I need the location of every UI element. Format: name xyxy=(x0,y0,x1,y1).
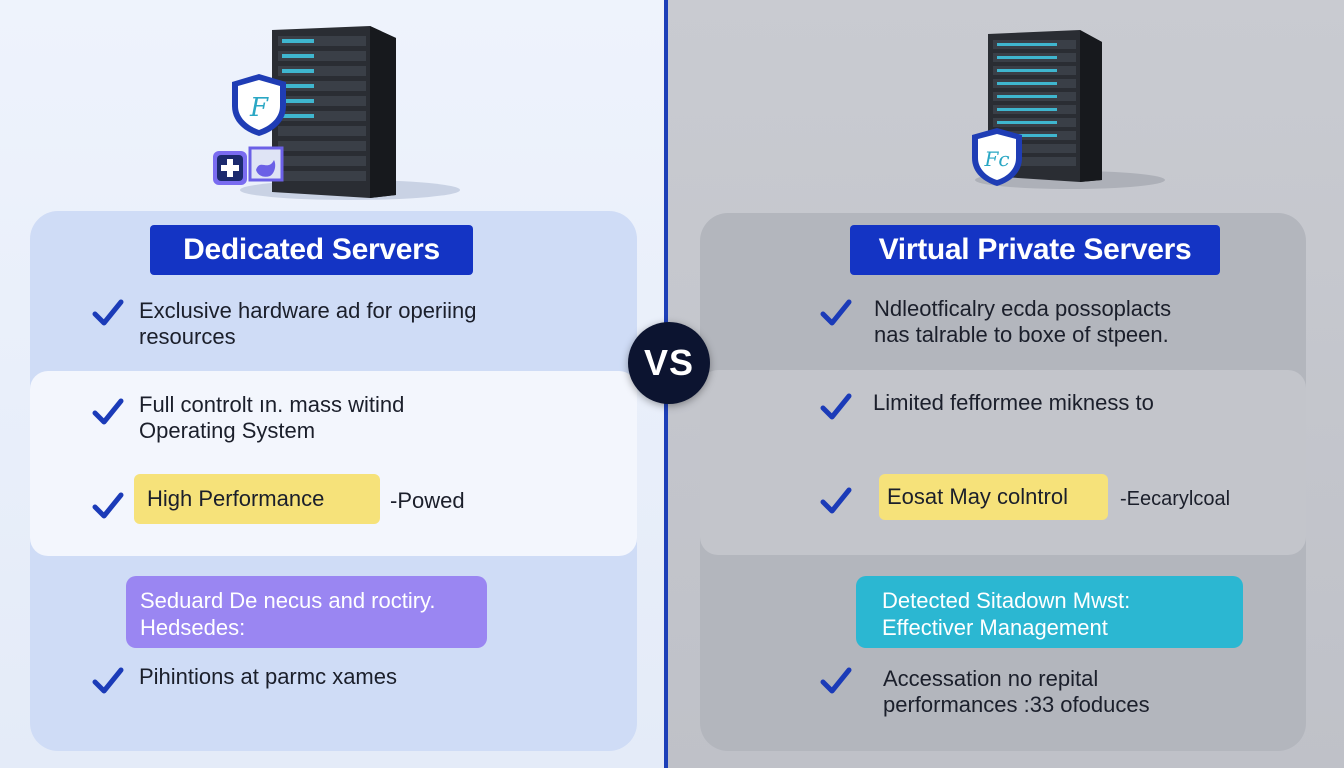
right-highlight-cost: Eosat May colntrol xyxy=(879,474,1108,520)
right-panel xyxy=(700,213,1306,751)
checkmark-icon xyxy=(820,298,852,328)
right-item-1-line1: Ndleotficalry ecda possoplacts xyxy=(874,296,1172,321)
checkmark-icon xyxy=(92,491,124,521)
right-item-3-suffix: -Eecarylcoal xyxy=(1120,488,1231,510)
right-callout: Detected Sitadown Mwst: Effectiver Manag… xyxy=(856,576,1243,648)
left-title: Dedicated Servers xyxy=(150,225,473,275)
right-callout-line2: Effectiver Management xyxy=(882,615,1108,640)
left-item-2-line2: Operating System xyxy=(139,418,316,443)
left-callout: Seduard De necus and roctiry. Hedsedes: xyxy=(126,576,487,648)
checkmark-icon xyxy=(92,666,124,696)
left-item-1-line1: Exclusive hardware ad for operiing xyxy=(139,298,477,323)
right-panel-band xyxy=(700,370,1306,555)
shield-icon: Fc xyxy=(972,128,1022,186)
left-highlight-performance: High Performance xyxy=(134,474,380,524)
left-item-1: Exclusive hardware ad for operiing resou… xyxy=(139,298,477,350)
vs-badge: VS xyxy=(628,322,710,404)
right-item-2: Limited fefformee mikness to xyxy=(873,390,1154,415)
right-item-1-line2: nas talrable to boxe of stpeen. xyxy=(874,322,1169,347)
left-item-2-line1: Full controlt ın. mass witind xyxy=(139,392,405,417)
shield-logo-text: Fc xyxy=(983,147,1009,171)
left-item-5: Pihintions at parmc xames xyxy=(139,664,397,689)
checkmark-icon xyxy=(92,298,124,328)
checkmark-icon xyxy=(820,666,852,696)
left-item-2: Full controlt ın. mass witind Operating … xyxy=(139,392,404,444)
server-rack-icon xyxy=(240,26,460,200)
right-item-1: Ndleotficalry ecda possoplacts nas talra… xyxy=(874,296,1171,348)
left-panel-band xyxy=(30,371,637,556)
checkmark-icon xyxy=(92,397,124,427)
left-callout-line1: Seduard De necus and roctiry. xyxy=(140,588,436,613)
left-item-3-suffix: -Powed xyxy=(390,488,465,513)
shield-logo-text: F xyxy=(249,93,269,123)
right-item-5-line2: performances :33 ofoduces xyxy=(883,692,1150,717)
right-callout-line1: Detected Sitadown Mwst: xyxy=(882,588,1131,613)
right-title: Virtual Private Servers xyxy=(850,225,1220,275)
left-item-1-line2: resources xyxy=(139,324,236,349)
left-callout-line2: Hedsedes: xyxy=(140,615,246,640)
plus-icon xyxy=(213,151,247,185)
checkmark-icon xyxy=(820,392,852,422)
checkmark-icon xyxy=(820,486,852,516)
right-item-5-line1: Accessation no repital xyxy=(883,666,1099,691)
right-item-5: Accessation no repital performances :33 … xyxy=(883,666,1150,718)
shield-icon: F xyxy=(232,74,286,136)
puzzle-icon xyxy=(248,146,284,182)
